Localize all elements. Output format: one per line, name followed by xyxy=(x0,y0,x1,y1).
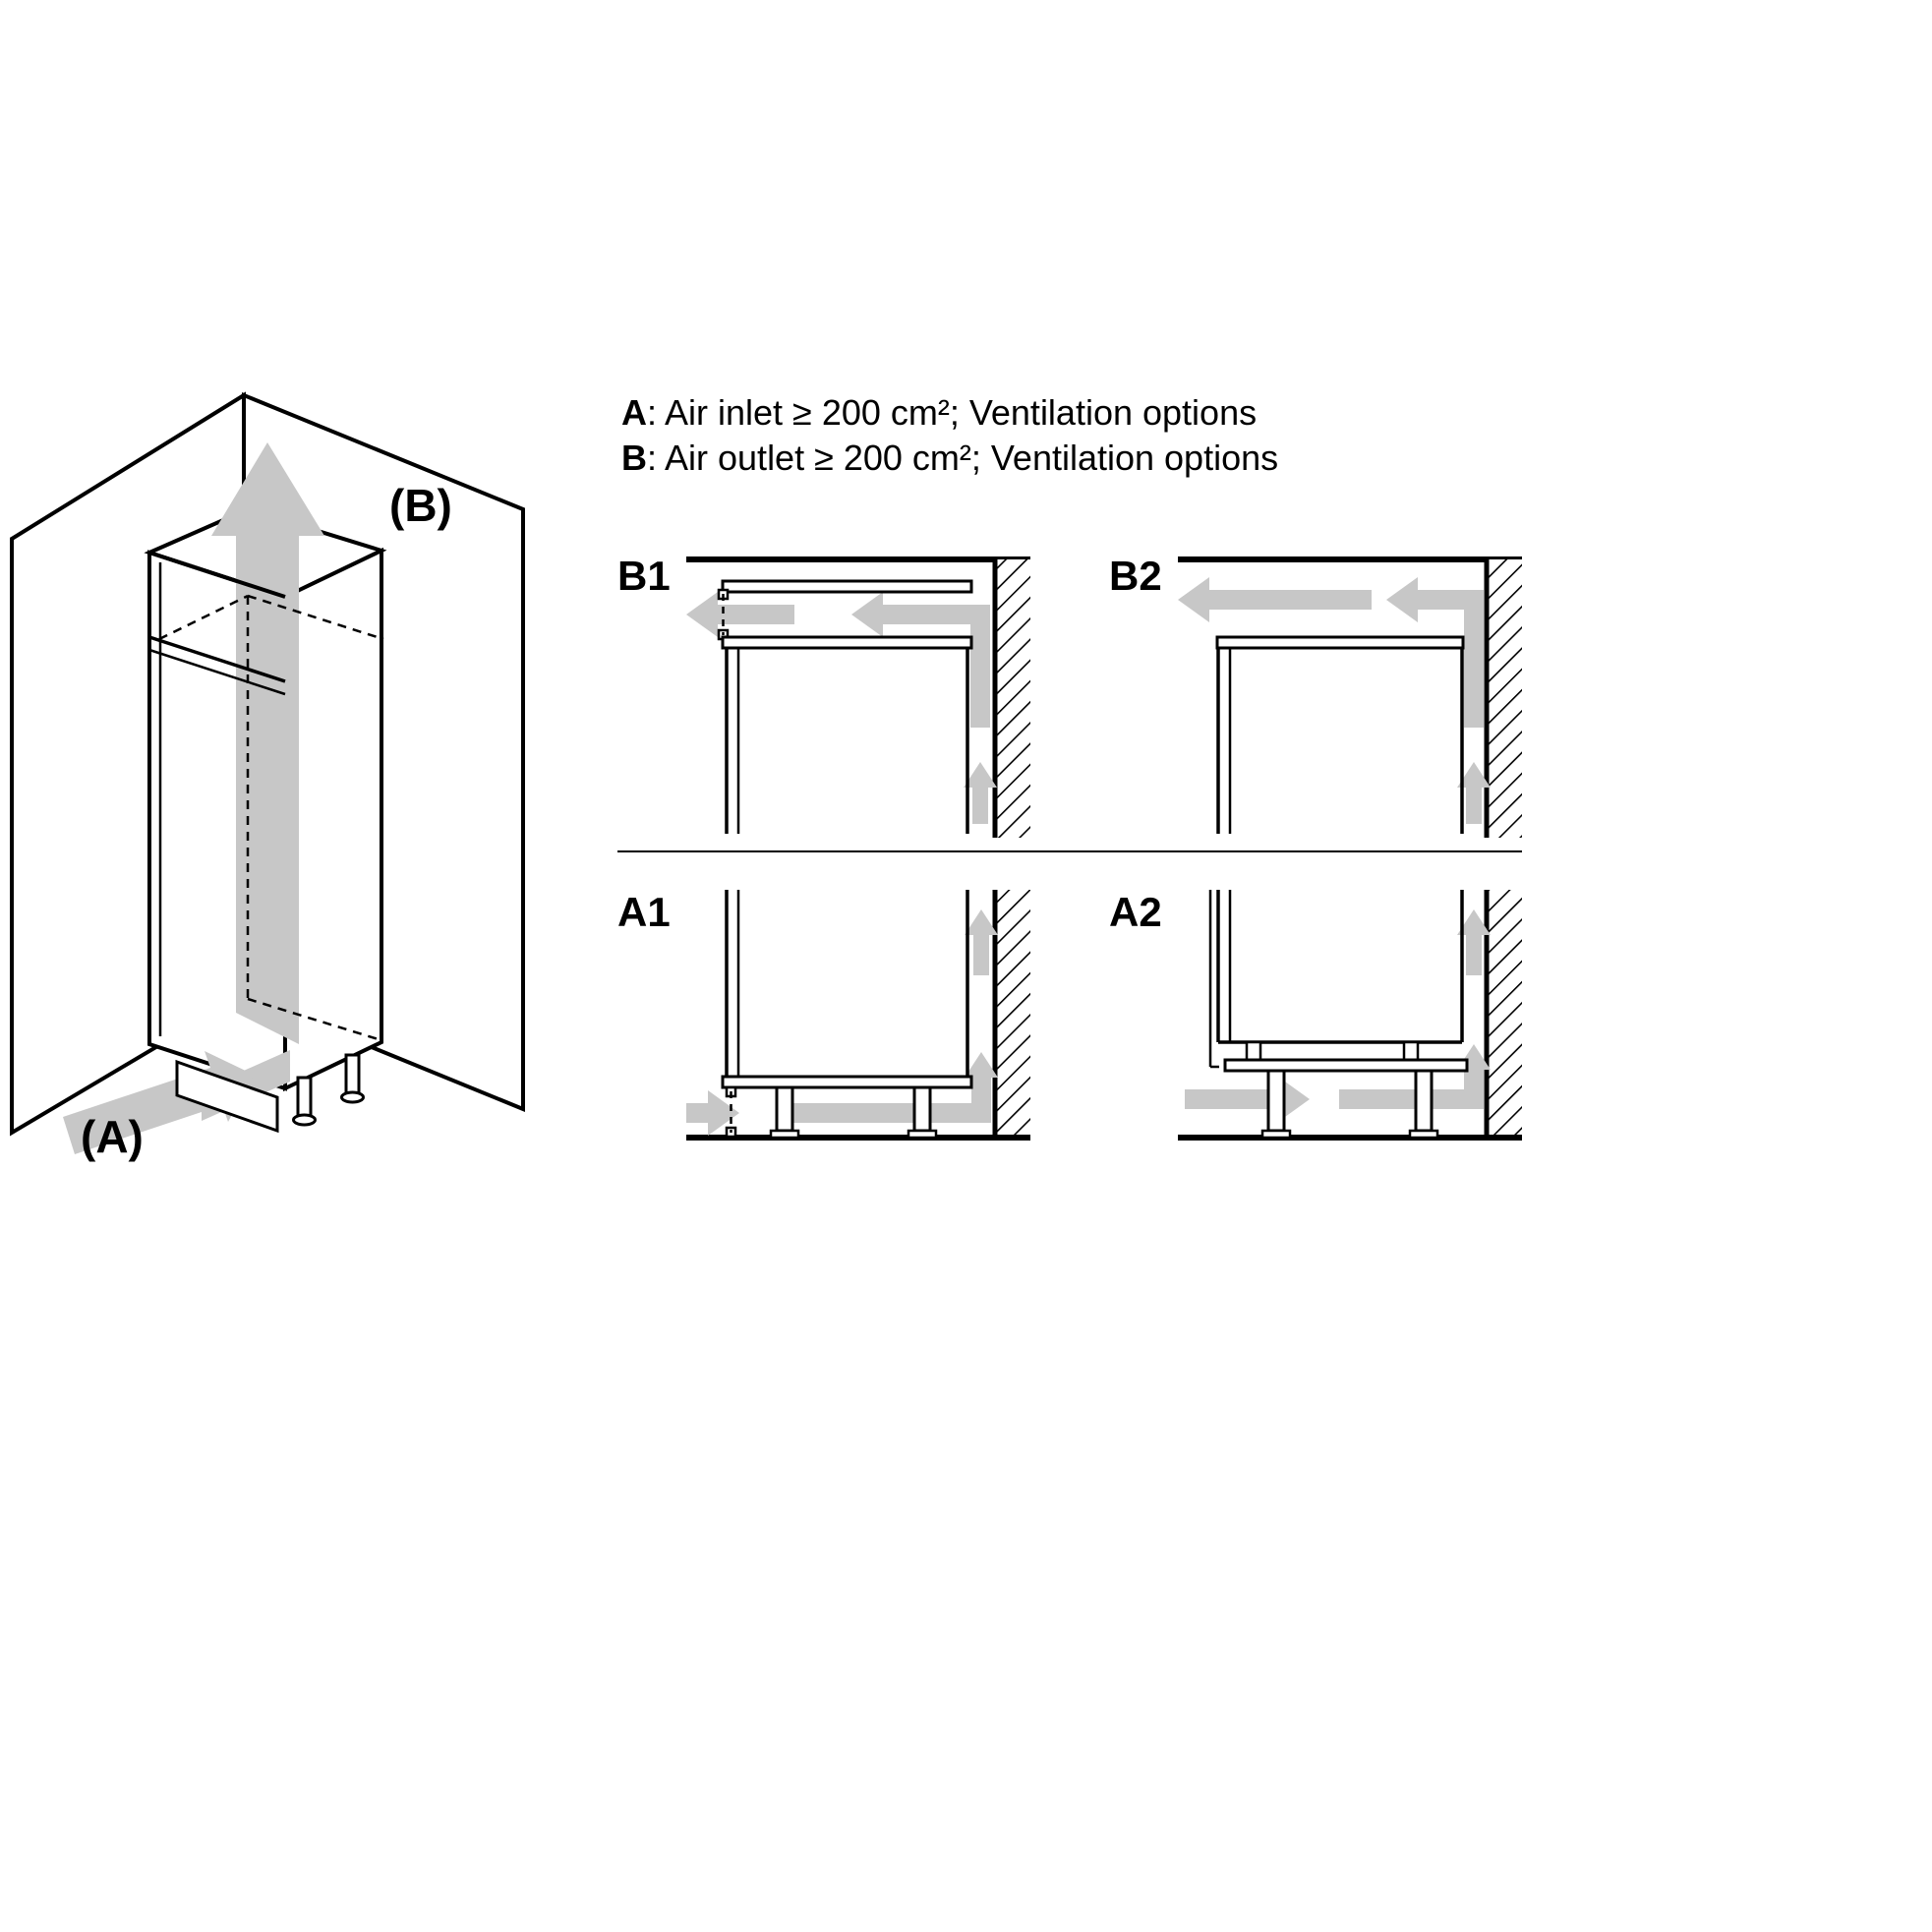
iso-label-outlet: (B) xyxy=(389,480,452,531)
panel-a1: A1 xyxy=(617,889,1030,1141)
appliance-supports xyxy=(1245,1040,1420,1062)
legend-line-a: A: Air inlet ≥ 200 cm²; Ventilation opti… xyxy=(621,392,1257,433)
panel-a2: A2 xyxy=(1109,889,1522,1141)
hidden-edge-dashed xyxy=(247,594,384,641)
appliance-outline xyxy=(1216,648,1464,834)
appliance-legs xyxy=(1260,1069,1439,1140)
adjustable-leg xyxy=(296,1076,313,1119)
isometric-niche-view: (B) (A) xyxy=(10,391,525,1162)
appliance-bottom-board xyxy=(721,1075,973,1089)
wall-hatch xyxy=(1487,890,1522,1138)
hidden-bottom-edge-dashed xyxy=(247,997,382,1042)
legend-key-b: B xyxy=(621,438,647,478)
leg xyxy=(1266,1069,1286,1133)
wall-hatch xyxy=(995,559,1030,838)
cabinet-base xyxy=(175,1053,365,1134)
airflow-up-arrow xyxy=(211,442,324,1044)
air-out-left-arrow xyxy=(686,592,794,637)
air-up-left-elbow-arrow xyxy=(851,592,990,728)
wall-hatch xyxy=(995,890,1030,1138)
leg-foot xyxy=(292,1113,317,1127)
leg-foot xyxy=(769,1129,800,1140)
leg xyxy=(775,1085,794,1133)
air-right-up-elbow-arrow xyxy=(782,1052,998,1123)
b1-airflow-arrows xyxy=(686,592,997,824)
panel-b1-label: B1 xyxy=(617,553,671,599)
air-up-arrow xyxy=(1457,762,1491,824)
legend-text-b: : Air outlet ≥ 200 cm²; Ventilation opti… xyxy=(647,438,1278,478)
plinth-panel xyxy=(175,1059,279,1134)
leg-foot xyxy=(1260,1129,1292,1140)
panel-a2-label: A2 xyxy=(1109,889,1162,935)
air-up-arrow xyxy=(1457,909,1491,975)
support-block xyxy=(1402,1040,1420,1062)
panel-b1: B1 xyxy=(617,553,1030,838)
panel-a1-label: A1 xyxy=(617,889,671,935)
appliance-outline xyxy=(725,648,969,834)
niche-bottom-board xyxy=(1223,1058,1469,1073)
panel-b2-label: B2 xyxy=(1109,553,1162,599)
top-compartment-line xyxy=(148,635,286,683)
cabinet-detail-lines xyxy=(148,551,384,1042)
plinth-vent-grille xyxy=(725,1085,737,1139)
b2-airflow-arrows xyxy=(1178,577,1491,824)
front-top-edge xyxy=(148,551,286,599)
air-in-right-arrow xyxy=(1185,1077,1310,1122)
air-up-arrow xyxy=(965,909,998,975)
support-block xyxy=(1245,1040,1262,1062)
panel-b2: B2 xyxy=(1109,553,1522,838)
legend: A: Air inlet ≥ 200 cm²; Ventilation opti… xyxy=(621,392,1278,478)
appliance-legs xyxy=(769,1085,938,1140)
legend-text-a: : Air inlet ≥ 200 cm²; Ventilation optio… xyxy=(647,392,1257,433)
air-right-up-elbow-arrow xyxy=(1339,1044,1491,1109)
legend-line-b: B: Air outlet ≥ 200 cm²; Ventilation opt… xyxy=(621,438,1278,478)
air-up-left-elbow-arrow xyxy=(1386,577,1484,728)
air-in-right-arrow xyxy=(686,1090,739,1136)
wall-hatch xyxy=(1487,559,1522,838)
leg-foot xyxy=(1408,1129,1439,1140)
legend-key-a: A xyxy=(621,392,647,433)
appliance-outline xyxy=(1208,890,1464,1069)
air-up-arrow xyxy=(964,762,997,824)
leg xyxy=(1414,1069,1434,1133)
appliance-outline xyxy=(725,890,969,1077)
adjustable-leg xyxy=(344,1053,361,1096)
front-vent-grille xyxy=(717,588,730,641)
top-furniture-board xyxy=(721,579,973,594)
iso-label-inlet: (A) xyxy=(81,1111,144,1162)
appliance-top-board xyxy=(721,635,973,650)
leg xyxy=(912,1085,932,1133)
leg-foot xyxy=(340,1090,365,1104)
cabinet-side-face xyxy=(283,547,383,1092)
a1-airflow-arrows xyxy=(686,909,998,1136)
leg-foot xyxy=(907,1129,938,1140)
hidden-edge-dashed xyxy=(158,594,249,641)
top-compartment-inner-line xyxy=(148,648,286,696)
air-out-left-arrow xyxy=(1178,577,1372,622)
appliance-top-board xyxy=(1215,635,1465,650)
